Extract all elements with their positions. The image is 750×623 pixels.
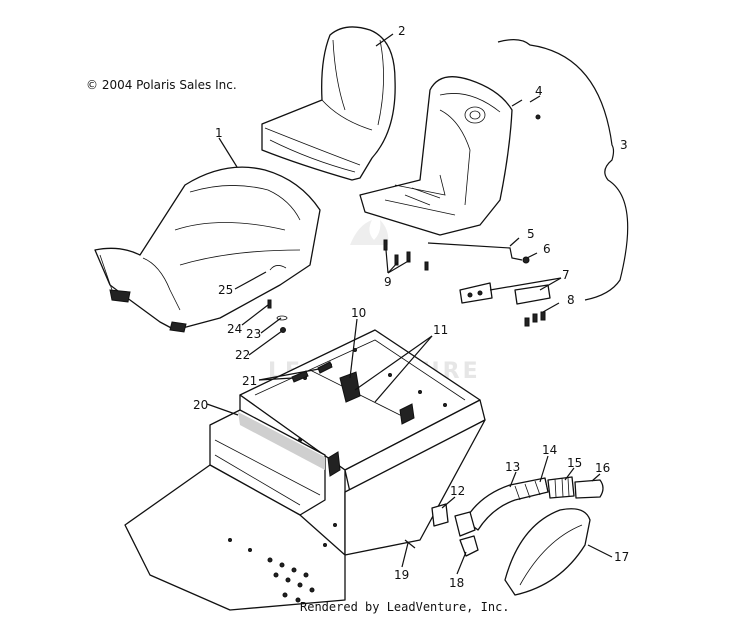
callout-22: 22 bbox=[235, 348, 250, 362]
callout-14: 14 bbox=[542, 443, 557, 457]
part-fasteners-8 bbox=[524, 311, 546, 327]
callout-23: 23 bbox=[246, 327, 261, 341]
callout-5: 5 bbox=[527, 227, 535, 241]
callout-15: 15 bbox=[567, 456, 582, 470]
callout-9: 9 bbox=[384, 275, 392, 289]
part-bolts-9 bbox=[383, 239, 429, 271]
callout-18: 18 bbox=[449, 576, 464, 590]
part-pad-17-detail bbox=[519, 524, 583, 586]
part-pad-17 bbox=[504, 508, 591, 596]
part-screw-4 bbox=[511, 99, 541, 120]
part-latch-7 bbox=[459, 282, 551, 305]
callout-2: 2 bbox=[398, 24, 406, 38]
callout-labels: 1 2 3 4 5 6 7 8 9 10 11 12 13 14 15 16 1… bbox=[193, 24, 629, 590]
hole-pattern bbox=[228, 523, 337, 603]
part-chassis-tunnel bbox=[124, 329, 486, 611]
callout-16: 16 bbox=[595, 461, 610, 475]
part-hose-assembly bbox=[404, 476, 604, 557]
callout-13: 13 bbox=[505, 460, 520, 474]
watermark-flame-icon bbox=[350, 220, 389, 245]
callout-1: 1 bbox=[215, 126, 223, 140]
callout-3: 3 bbox=[620, 138, 628, 152]
part-rod-5 bbox=[427, 242, 523, 261]
callout-4: 4 bbox=[535, 84, 543, 98]
callout-21: 21 bbox=[242, 374, 257, 388]
part-hardware-22-24 bbox=[267, 299, 288, 333]
callout-6: 6 bbox=[543, 242, 551, 256]
callout-7: 7 bbox=[562, 268, 570, 282]
part-nut-6 bbox=[522, 256, 530, 264]
callout-10: 10 bbox=[351, 306, 366, 320]
callout-24: 24 bbox=[227, 322, 242, 336]
callout-12: 12 bbox=[450, 484, 465, 498]
bracket-part-3 bbox=[497, 39, 629, 301]
callout-17: 17 bbox=[614, 550, 629, 564]
callout-20: 20 bbox=[193, 398, 208, 412]
callout-8: 8 bbox=[567, 293, 575, 307]
callout-19: 19 bbox=[394, 568, 409, 582]
part-seat-cushion bbox=[261, 26, 396, 181]
part-grommet-12 bbox=[431, 503, 449, 527]
callout-25: 25 bbox=[218, 283, 233, 297]
part-clamp-18 bbox=[459, 535, 479, 557]
callout-11: 11 bbox=[433, 323, 448, 337]
footer-text: Rendered by LeadVenture, Inc. bbox=[300, 600, 510, 614]
part-screw-19 bbox=[404, 539, 416, 549]
leader-lines bbox=[206, 33, 613, 575]
copyright-text: © 2004 Polaris Sales Inc. bbox=[86, 78, 237, 92]
part-seat-shell bbox=[359, 76, 513, 236]
part-seat bbox=[94, 166, 321, 333]
